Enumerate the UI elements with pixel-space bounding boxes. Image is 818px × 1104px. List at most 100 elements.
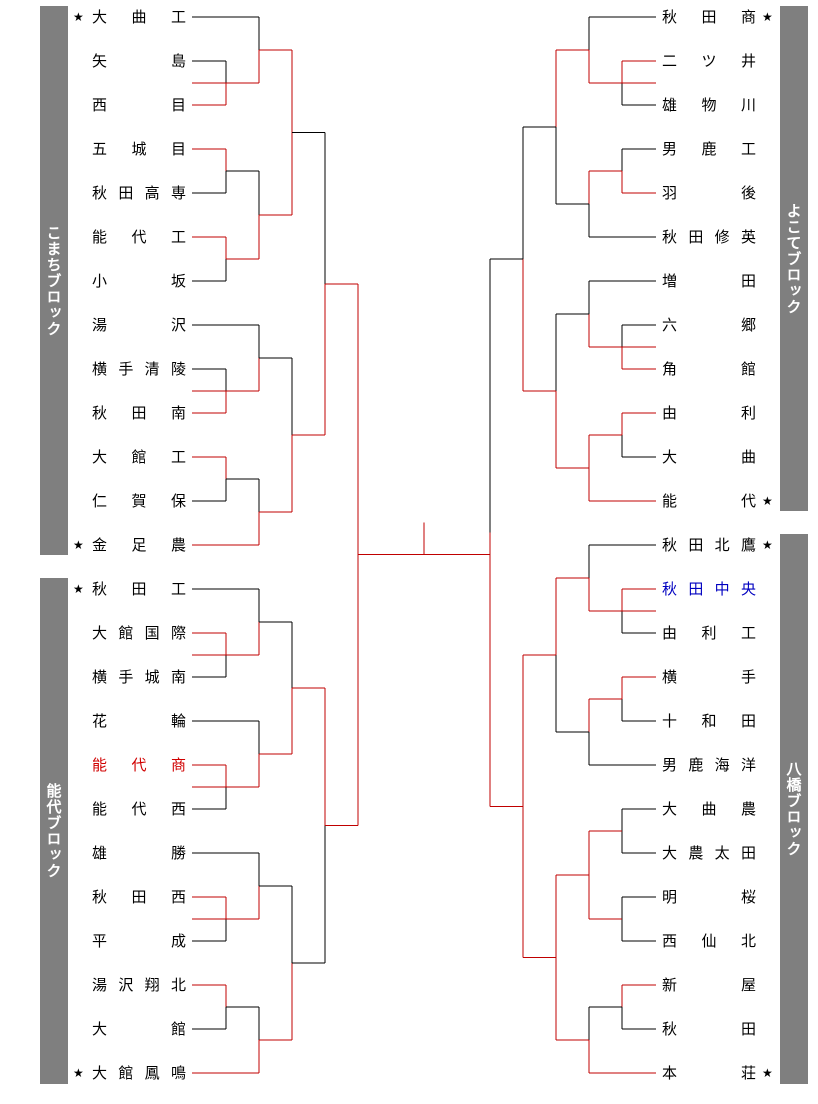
team-right-8: 六郷 [662,314,756,336]
seed-star-icon: ★ [762,494,773,508]
team-name-char: 横 [662,668,678,686]
team-name-char: 和 [701,712,717,730]
team-right-19: 大曲農 [662,798,756,820]
team-name-char: 湯 [92,316,108,334]
team-name-char: 曲 [701,800,717,818]
team-name-char: 鷹 [740,536,756,554]
team-name-char: 雄 [662,96,678,114]
team-name-char: 北 [740,932,756,950]
team-name-char: 田 [131,888,147,906]
team-right-7: 増田 [662,270,756,292]
team-name-char: 田 [740,272,756,290]
team-name-char: 角 [662,360,678,378]
team-name-char: 利 [701,624,717,642]
team-left-6: 能代工 [92,226,186,248]
team-name-char: 北 [714,536,730,554]
team-name-char: 由 [662,404,678,422]
team-name-char: 秋 [92,184,108,202]
team-name-char: 秋 [92,888,108,906]
team-name-char: 南 [170,668,186,686]
team-right-25: 本荘 [662,1062,756,1084]
team-name-char: 保 [170,492,186,510]
team-name-char: 平 [92,932,108,950]
team-name-char: 由 [662,624,678,642]
team-name-char: 島 [170,52,186,70]
team-name-char: 小 [92,272,108,290]
team-name-char: 城 [144,668,160,686]
team-left-19: 能代西 [92,798,186,820]
team-name-char: 央 [740,580,756,598]
team-name-char: 南 [170,404,186,422]
block-label-yokote-text: よこてブロック [784,202,803,315]
team-name-char: 農 [688,844,704,862]
seed-star-icon: ★ [762,10,773,24]
team-name-char: 秋 [662,8,678,26]
team-name-char: 男 [662,756,678,774]
team-left-15: 大館国際 [92,622,186,644]
team-name-char: 大 [662,800,678,818]
team-name-char: 工 [170,448,186,466]
team-name-char: 屋 [740,976,756,994]
team-left-4: 五城目 [92,138,186,160]
block-label-hachiman: 八橋ブロック [780,534,808,1084]
team-name-char: 城 [131,140,147,158]
team-name-char: 田 [688,228,704,246]
team-left-20: 雄勝 [92,842,186,864]
block-label-hachiman-text: 八橋ブロック [784,761,803,857]
team-name-char: 太 [714,844,730,862]
team-name-char: 新 [662,976,678,994]
team-right-3: 雄物川 [662,94,756,116]
team-right-16: 横手 [662,666,756,688]
team-name-char: 明 [662,888,678,906]
team-name-char: 目 [170,140,186,158]
team-name-char: 国 [144,624,160,642]
team-left-3: 西目 [92,94,186,116]
team-left-18: 能代商 [92,754,186,776]
team-right-9: 角館 [662,358,756,380]
team-name-char: 勝 [170,844,186,862]
team-name-char: 田 [131,580,147,598]
team-name-char: 英 [740,228,756,246]
team-left-25: 大館鳳鳴 [92,1062,186,1084]
team-name-char: 男 [662,140,678,158]
team-left-9: 横手清陵 [92,358,186,380]
team-left-22: 平成 [92,930,186,952]
team-name-char: 北 [170,976,186,994]
team-name-char: 秋 [662,536,678,554]
team-name-char: 沢 [170,316,186,334]
team-name-char: 成 [170,932,186,950]
team-name-char: 賀 [131,492,147,510]
team-name-char: 利 [740,404,756,422]
team-right-20: 大農太田 [662,842,756,864]
team-name-char: 専 [170,184,186,202]
team-right-1: 秋田商 [662,6,756,28]
team-name-char: 五 [92,140,108,158]
team-name-char: 秋 [92,580,108,598]
team-right-6: 秋田修英 [662,226,756,248]
team-right-18: 男鹿海洋 [662,754,756,776]
team-name-char: 沢 [118,976,134,994]
team-name-char: 能 [92,228,108,246]
block-label-noshiro: 能代ブロック [40,578,68,1084]
team-name-char: 手 [740,668,756,686]
team-name-char: 工 [170,228,186,246]
team-name-char: 鳳 [144,1064,160,1082]
team-left-14: 秋田工 [92,578,186,600]
team-name-char: 洋 [740,756,756,774]
team-right-17: 十和田 [662,710,756,732]
team-left-2: 矢島 [92,50,186,72]
team-name-char: 十 [662,712,678,730]
team-name-char: 後 [740,184,756,202]
team-name-char: 能 [92,800,108,818]
seed-star-icon: ★ [73,538,84,552]
team-name-char: 二 [662,52,678,70]
team-name-char: 代 [740,492,756,510]
seed-star-icon: ★ [762,538,773,552]
team-left-12: 仁賀保 [92,490,186,512]
team-name-char: 修 [714,228,730,246]
team-name-char: 鹿 [688,756,704,774]
team-left-7: 小坂 [92,270,186,292]
team-name-char: 金 [92,536,108,554]
team-name-char: 工 [170,8,186,26]
team-name-char: 川 [740,96,756,114]
